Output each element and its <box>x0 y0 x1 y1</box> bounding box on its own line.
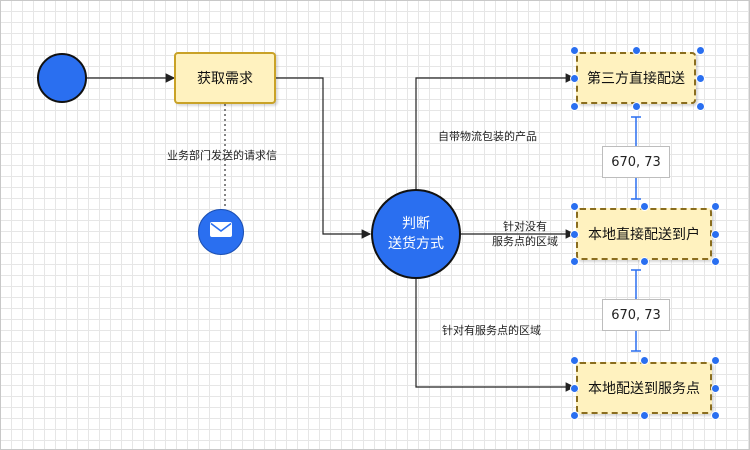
edge-gateway-third-party <box>415 73 576 189</box>
resize-handle[interactable] <box>570 46 579 55</box>
resize-handle[interactable] <box>640 257 649 266</box>
label-own-logistics: 自带物流包装的产品 <box>438 130 537 143</box>
gateway-decision[interactable]: 判断 送货方式 <box>371 189 461 279</box>
resize-handle[interactable] <box>696 46 705 55</box>
resize-handle[interactable] <box>570 74 579 83</box>
resize-handle[interactable] <box>632 102 641 111</box>
resize-handle[interactable] <box>711 411 720 420</box>
resize-handle[interactable] <box>711 384 720 393</box>
task-request[interactable]: 获取需求 <box>174 52 276 104</box>
task-third-party-label: 第三方直接配送 <box>587 71 685 87</box>
label-no-service-line1: 针对没有 <box>503 220 547 233</box>
task-local-service[interactable]: 本地配送到服务点 <box>576 362 712 414</box>
label-no-service-line2: 服务点的区域 <box>492 235 558 248</box>
label-has-service-area: 针对有服务点的区域 <box>442 324 541 337</box>
task-request-label: 获取需求 <box>197 71 253 87</box>
resize-handle[interactable] <box>640 202 649 211</box>
resize-handle[interactable] <box>711 356 720 365</box>
coordinate-readout-top: 670, 73 <box>602 146 670 178</box>
resize-handle[interactable] <box>570 257 579 266</box>
resize-handle[interactable] <box>711 257 720 266</box>
label-no-service-area: 针对没有 服务点的区域 <box>492 219 558 249</box>
resize-handle[interactable] <box>570 411 579 420</box>
resize-handle[interactable] <box>570 202 579 211</box>
task-local-home-label: 本地直接配送到户 <box>588 227 700 243</box>
resize-handle[interactable] <box>570 384 579 393</box>
resize-handle[interactable] <box>711 202 720 211</box>
resize-handle[interactable] <box>640 356 649 365</box>
edge-request-gateway <box>276 77 372 239</box>
gateway-label-line2: 送货方式 <box>388 236 444 252</box>
envelope-icon <box>210 222 232 237</box>
resize-handle[interactable] <box>696 74 705 83</box>
resize-handle[interactable] <box>570 356 579 365</box>
gateway-label-line1: 判断 <box>402 216 430 232</box>
edge-gateway-local-service <box>415 279 576 392</box>
task-local-home[interactable]: 本地直接配送到户 <box>576 208 712 260</box>
resize-handle[interactable] <box>632 46 641 55</box>
resize-handle[interactable] <box>696 102 705 111</box>
start-event[interactable] <box>37 53 87 103</box>
resize-handle[interactable] <box>640 411 649 420</box>
resize-handle[interactable] <box>711 230 720 239</box>
task-local-service-label: 本地配送到服务点 <box>588 381 700 397</box>
resize-handle[interactable] <box>570 230 579 239</box>
resize-handle[interactable] <box>570 102 579 111</box>
label-dept-letter: 业务部门发送的请求信 <box>167 149 277 162</box>
coordinate-readout-bottom: 670, 73 <box>602 299 670 331</box>
task-third-party[interactable]: 第三方直接配送 <box>576 52 696 104</box>
